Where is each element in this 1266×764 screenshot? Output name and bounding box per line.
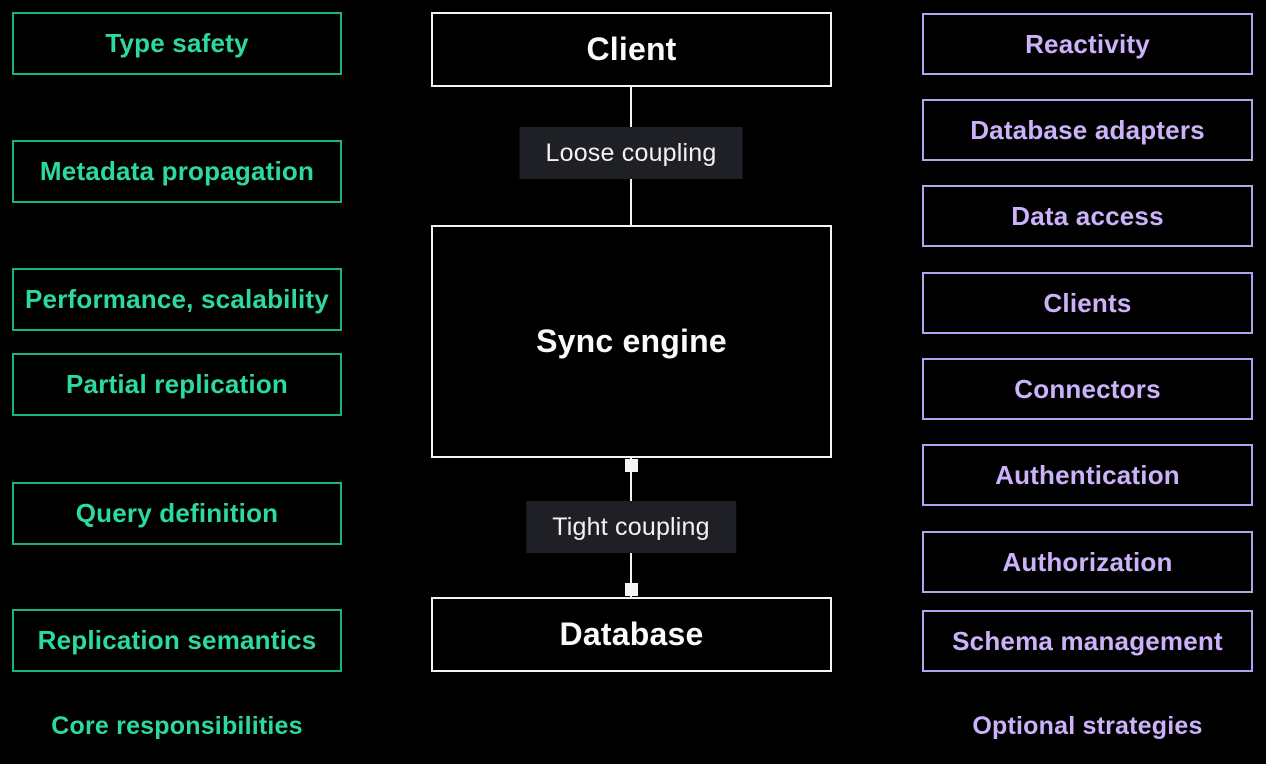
connector-anchor-square-icon [625, 459, 638, 472]
core-box-metadata-propagation: Metadata propagation [12, 140, 342, 203]
optional-box-authentication: Authentication [922, 444, 1253, 506]
core-box-partial-replication: Partial replication [12, 353, 342, 416]
client-node: Client [431, 12, 832, 87]
optional-box-schema-management: Schema management [922, 610, 1253, 672]
optional-box-database-adapters: Database adapters [922, 99, 1253, 161]
optional-strategies-caption: Optional strategies [972, 712, 1203, 740]
optional-box-clients: Clients [922, 272, 1253, 334]
optional-box-reactivity: Reactivity [922, 13, 1253, 75]
sync-engine-node: Sync engine [431, 225, 832, 458]
database-node: Database [431, 597, 832, 672]
loose-coupling-label: Loose coupling [519, 127, 743, 179]
tight-coupling-label: Tight coupling [526, 501, 736, 553]
connector-anchor-square-icon [625, 583, 638, 596]
core-box-replication-semantics: Replication semantics [12, 609, 342, 672]
optional-box-data-access: Data access [922, 185, 1253, 247]
optional-box-connectors: Connectors [922, 358, 1253, 420]
core-box-type-safety: Type safety [12, 12, 342, 75]
core-box-performance-scalability: Performance, scalability [12, 268, 342, 331]
core-responsibilities-caption: Core responsibilities [51, 712, 303, 740]
optional-box-authorization: Authorization [922, 531, 1253, 593]
core-box-query-definition: Query definition [12, 482, 342, 545]
